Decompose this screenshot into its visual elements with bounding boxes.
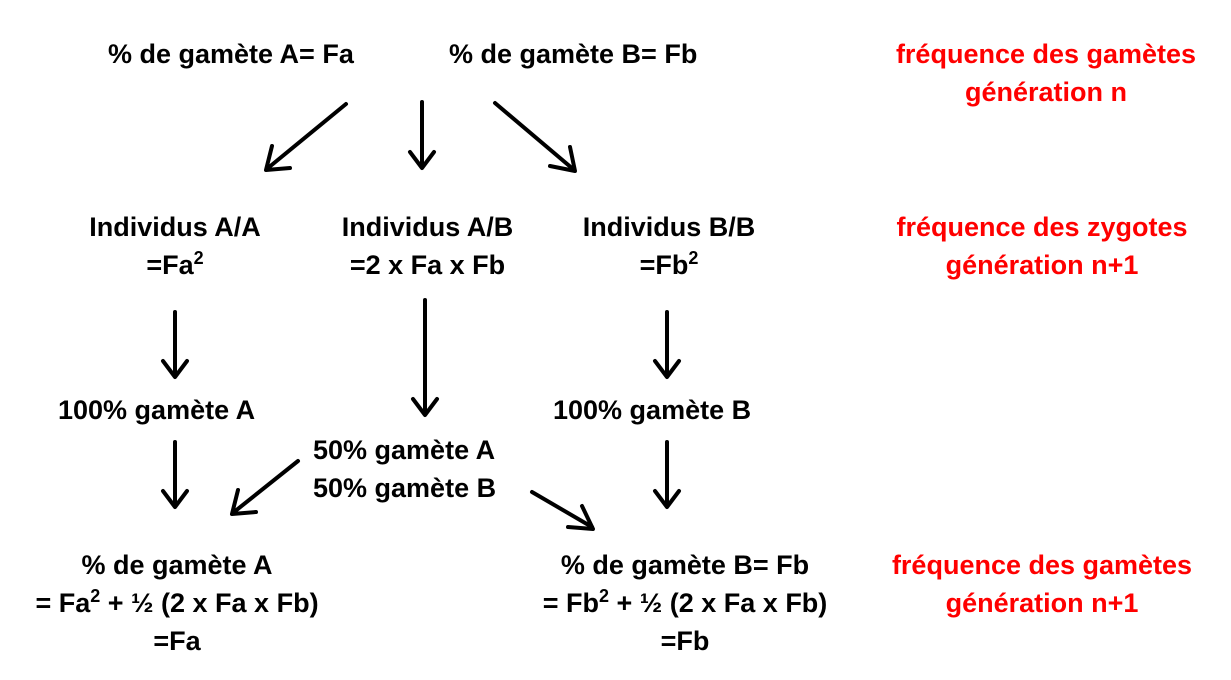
zygote-aa: Individus A/A =Fa2 — [60, 208, 290, 284]
arrow-icon — [408, 100, 436, 170]
result-b-value: =Fb — [660, 626, 710, 656]
arrow-icon — [264, 102, 348, 172]
arrow-icon — [161, 310, 189, 379]
gamete-b-frequency: % de gamète B= Fb — [449, 39, 698, 69]
gametes-from-ab-b: 50% gamète B — [313, 473, 497, 503]
zygote-ab-formula: =2 x Fa x Fb — [349, 250, 506, 280]
annotation-gametes-gen-n1: fréquence des gamètes génération n+1 — [862, 546, 1222, 622]
gamete-a-frequency: % de gamète A= Fa — [108, 39, 354, 69]
zygote-ab-label: Individus A/B — [341, 212, 514, 242]
result-a-formula: = Fa2 + ½ (2 x Fa x Fb) — [12, 584, 342, 622]
annotation-line: génération n+1 — [945, 250, 1139, 280]
result-b-formula: = Fb2 + ½ (2 x Fa x Fb) — [515, 584, 855, 622]
exponent: 2 — [598, 586, 609, 606]
gametes-from-ab-a: 50% gamète A — [313, 435, 496, 465]
arrow-icon — [230, 459, 300, 516]
annotation-line: génération n — [964, 77, 1127, 107]
annotation-line: fréquence des gamètes — [895, 39, 1197, 69]
annotation-gametes-gen-n: fréquence des gamètes génération n — [870, 35, 1222, 111]
exponent: 2 — [193, 248, 204, 268]
arrow-icon — [493, 101, 577, 173]
arrow-icon — [161, 440, 189, 509]
zygote-aa-label: Individus A/A — [89, 212, 261, 242]
formula-text: = Fa — [35, 588, 91, 618]
formula-text: =Fa — [146, 250, 194, 280]
annotation-line: fréquence des zygotes — [896, 212, 1188, 242]
arrow-icon — [653, 310, 681, 379]
exponent: 2 — [90, 586, 101, 606]
gametes-from-bb: 100% gamète B — [553, 395, 752, 425]
zygote-bb-formula: =Fb2 — [553, 246, 785, 284]
result-a-value: =Fa — [153, 626, 201, 656]
formula-text: + ½ (2 x Fa x Fb) — [608, 588, 828, 618]
annotation-line: génération n+1 — [945, 588, 1139, 618]
formula-text: = Fb — [542, 588, 599, 618]
gametes-from-ab: 50% gamète A 50% gamète B — [313, 431, 525, 507]
annotation-line: fréquence des gamètes — [891, 550, 1193, 580]
arrow-icon — [530, 490, 595, 531]
zygote-bb-label: Individus B/B — [582, 212, 756, 242]
zygote-aa-formula: =Fa2 — [60, 246, 290, 284]
formula-text: =Fb — [639, 250, 689, 280]
zygote-ab: Individus A/B =2 x Fa x Fb — [310, 208, 545, 284]
zygote-bb: Individus B/B =Fb2 — [553, 208, 785, 284]
arrow-icon — [411, 298, 439, 417]
exponent: 2 — [688, 248, 699, 268]
result-a-title: % de gamète A — [81, 550, 273, 580]
gametes-from-aa: 100% gamète A — [58, 395, 256, 425]
result-gamete-b: % de gamète B= Fb = Fb2 + ½ (2 x Fa x Fb… — [515, 546, 855, 660]
result-b-title: % de gamète B= Fb — [560, 550, 810, 580]
arrow-icon — [653, 440, 681, 509]
formula-text: + ½ (2 x Fa x Fb) — [100, 588, 319, 618]
annotation-zygotes-gen-n1: fréquence des zygotes génération n+1 — [862, 208, 1222, 284]
result-gamete-a: % de gamète A = Fa2 + ½ (2 x Fa x Fb) =F… — [12, 546, 342, 660]
